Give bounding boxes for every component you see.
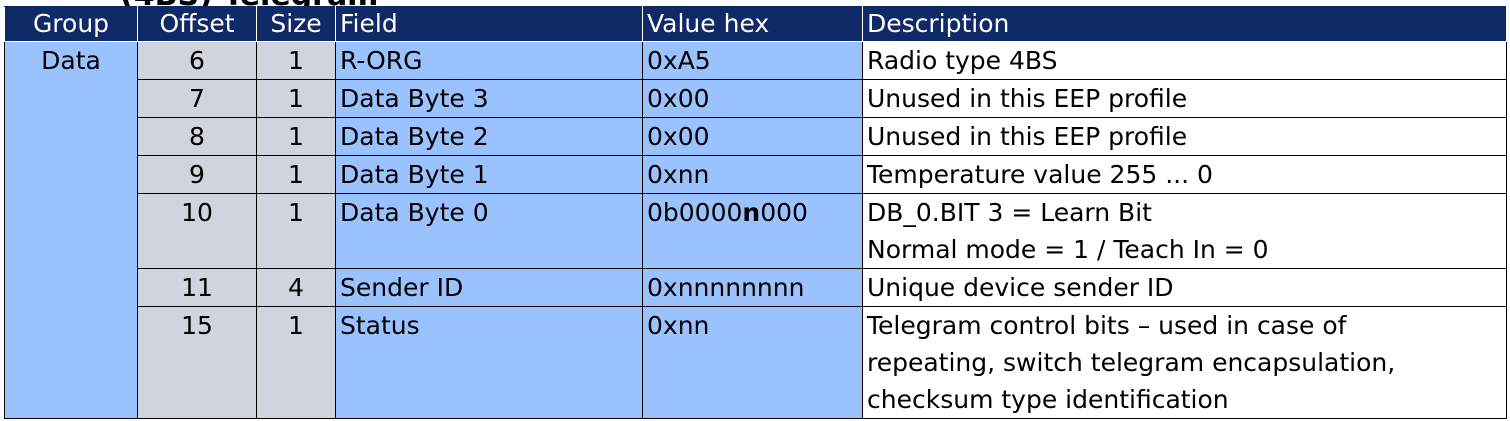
header-size: Size	[256, 6, 336, 42]
description-cell: Telegram control bits – used in case of r…	[862, 306, 1507, 419]
size-cell: 1	[256, 41, 336, 80]
table-row: 15 1 Status 0xnn Telegram control bits –…	[5, 306, 1507, 419]
value-prefix: 0b0000	[647, 198, 743, 227]
header-row: Group Offset Size Field Value hex Descri…	[4, 6, 1507, 42]
description-line: checksum type identification	[867, 385, 1229, 414]
offset-cell: 9	[137, 155, 257, 194]
value-suffix: 000	[760, 198, 808, 227]
offset-cell: 6	[137, 41, 257, 80]
table-row: 8 1 Data Byte 2 0x00 Unused in this EEP …	[5, 117, 1507, 156]
description-cell: Temperature value 255 ... 0	[862, 155, 1507, 194]
value-cell: 0xnnnnnnnn	[642, 268, 863, 307]
field-cell: R-ORG	[335, 41, 643, 80]
header-group: Group	[4, 6, 138, 42]
field-cell: Sender ID	[335, 268, 643, 307]
description-line: Radio type 4BS	[867, 46, 1058, 75]
header-description: Description	[862, 6, 1507, 42]
header-field: Field	[335, 6, 643, 42]
size-cell: 1	[256, 155, 336, 194]
offset-cell: 7	[137, 79, 257, 118]
header-offset: Offset	[137, 6, 257, 42]
description-cell: Unused in this EEP profile	[862, 117, 1507, 156]
table-row: 7 1 Data Byte 3 0x00 Unused in this EEP …	[5, 79, 1507, 118]
description-line: Unused in this EEP profile	[867, 122, 1188, 151]
description-line: Normal mode = 1 / Teach In = 0	[867, 235, 1269, 264]
description-line: Telegram control bits – used in case of	[867, 311, 1347, 340]
size-cell: 4	[256, 268, 336, 307]
value-cell: 0xnn	[642, 306, 863, 419]
table-row: 10 1 Data Byte 0 0b0000n000 DB_0.BIT 3 =…	[5, 193, 1507, 269]
cut-off-heading: (4BS) Telegram	[120, 0, 378, 8]
offset-cell: 8	[137, 117, 257, 156]
size-cell: 1	[256, 193, 336, 269]
value-cell: 0xA5	[642, 41, 863, 80]
description-cell: Unique device sender ID	[862, 268, 1507, 307]
size-cell: 1	[256, 79, 336, 118]
size-cell: 1	[256, 117, 336, 156]
value-cell: 0b0000n000	[642, 193, 863, 269]
value-cell: 0x00	[642, 79, 863, 118]
table-row: 11 4 Sender ID 0xnnnnnnnn Unique device …	[5, 268, 1507, 307]
description-line: Unique device sender ID	[867, 273, 1174, 302]
description-line: Temperature value 255 ... 0	[867, 160, 1213, 189]
offset-cell: 10	[137, 193, 257, 269]
table-row: Data 6 1 R-ORG 0xA5 Radio type 4BS	[4, 41, 1507, 419]
learn-bit-marker: n	[742, 198, 761, 227]
description-cell: Radio type 4BS	[862, 41, 1507, 80]
field-cell: Data Byte 0	[335, 193, 643, 269]
size-cell: 1	[256, 306, 336, 419]
telegram-table: Group Offset Size Field Value hex Descri…	[4, 6, 1507, 419]
offset-cell: 15	[137, 306, 257, 419]
value-cell: 0x00	[642, 117, 863, 156]
description-line: repeating, switch telegram encapsulation…	[867, 348, 1396, 377]
field-cell: Status	[335, 306, 643, 419]
table-row: 9 1 Data Byte 1 0xnn Temperature value 2…	[5, 155, 1507, 194]
description-line: Unused in this EEP profile	[867, 84, 1188, 113]
field-cell: Data Byte 1	[335, 155, 643, 194]
description-cell: Unused in this EEP profile	[862, 79, 1507, 118]
offset-cell: 11	[137, 268, 257, 307]
group-cell: Data	[4, 41, 138, 419]
field-cell: Data Byte 3	[335, 79, 643, 118]
header-value-hex: Value hex	[642, 6, 863, 42]
value-cell: 0xnn	[642, 155, 863, 194]
description-line: DB_0.BIT 3 = Learn Bit	[867, 198, 1152, 227]
field-cell: Data Byte 2	[335, 117, 643, 156]
